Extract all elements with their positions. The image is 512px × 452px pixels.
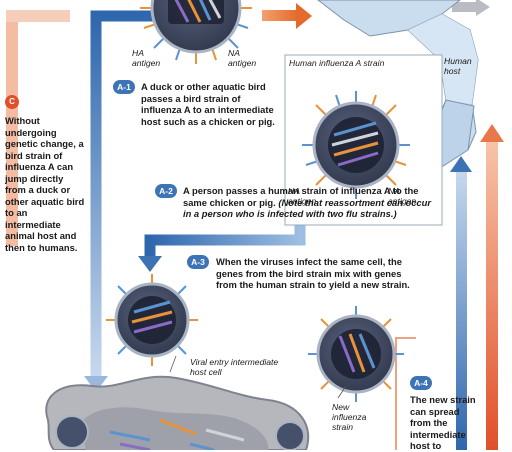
arrow-a4-orange: [480, 124, 504, 450]
step-a2-note: (Note that reassortment can occur in a p…: [183, 196, 432, 220]
human-host-label: Human host: [444, 56, 472, 76]
ha-antigen-label-top: HA antigen: [132, 48, 161, 68]
na-antigen-label-top: NA antigen: [228, 48, 257, 68]
arrow-path-c: [6, 10, 70, 246]
step-a1-text: A duck or other aquatic bird passes a bi…: [141, 81, 275, 127]
ha-antigen-label-mid: HA antigen: [288, 186, 317, 206]
step-a2-block: A person passes a human strain of influe…: [183, 185, 433, 220]
arrow-path-a2: [138, 222, 306, 272]
viral-entry-label: Viral entry intermediate host cell: [190, 357, 279, 377]
top-cut-label: human: [265, 0, 290, 7]
arrow-path-a1: [84, 10, 160, 392]
virus-intermediate: [106, 274, 198, 366]
step-a4-badge: A-4: [410, 376, 432, 390]
step-a3-text: When the viruses infect the same cell, t…: [216, 256, 410, 290]
na-antigen-label-mid: NA antigen: [388, 186, 417, 206]
host-cell: [45, 375, 310, 450]
virus-human-strain: [302, 91, 410, 199]
human-strain-box-title: Human influenza A strain: [289, 58, 385, 68]
virus-new-strain: [308, 306, 404, 402]
step-c-badge: C: [5, 95, 19, 109]
arrow-a4-blue: [450, 156, 472, 450]
step-a4-text: The new strain can spread from the inter…: [410, 394, 476, 451]
step-a2-text: A person passes a human strain of influe…: [183, 185, 419, 208]
new-strain-label: New influenza strain: [332, 402, 367, 432]
step-a3-badge: A-3: [187, 255, 209, 269]
arrow-top-right: [262, 0, 490, 29]
step-a2-badge: A-2: [155, 184, 177, 198]
step-c-text: Without undergoing genetic change, a bir…: [5, 115, 85, 253]
virus-bird-strain: [140, 0, 252, 64]
step-a1-badge: A-1: [113, 80, 135, 94]
